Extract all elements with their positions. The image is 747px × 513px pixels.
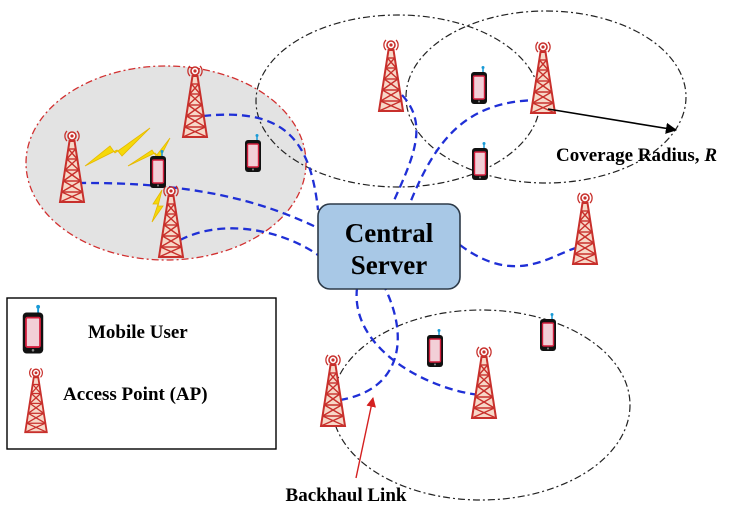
coverage-area-bottom <box>331 309 631 501</box>
access-point-tower-icon <box>378 39 404 112</box>
access-point-tower-icon <box>320 354 346 427</box>
mobile-phone-icon <box>426 328 444 368</box>
mobile-phone-icon <box>470 65 488 105</box>
backhaul-link-label: Backhaul Link <box>286 485 407 506</box>
central-server <box>317 203 461 290</box>
lightning-icon <box>84 127 171 223</box>
legend: Mobile User Access Point (AP) <box>6 297 277 450</box>
access-point-tower-icon <box>530 41 556 114</box>
mobile-phone-icon <box>539 312 557 352</box>
legend-box <box>6 297 277 450</box>
coverage-radius-label: Coverage Radius, R <box>556 145 717 166</box>
radius-symbol: R <box>703 145 717 166</box>
backhaul-link-arrow <box>355 397 376 479</box>
access-point-tower-icon <box>572 192 598 265</box>
central-server-label-line1: Central <box>345 218 434 248</box>
mobile-phone-icon <box>471 141 489 181</box>
legend-access-point-label: Access Point (AP) <box>63 384 208 405</box>
backhaul-links <box>77 94 585 402</box>
coverage-area-top-right <box>405 10 687 184</box>
coverage-radius-arrow <box>547 108 678 134</box>
central-server-label-line2: Server <box>351 250 427 280</box>
access-point-tower-icon <box>471 346 497 419</box>
legend-mobile-user-label: Mobile User <box>88 322 188 343</box>
